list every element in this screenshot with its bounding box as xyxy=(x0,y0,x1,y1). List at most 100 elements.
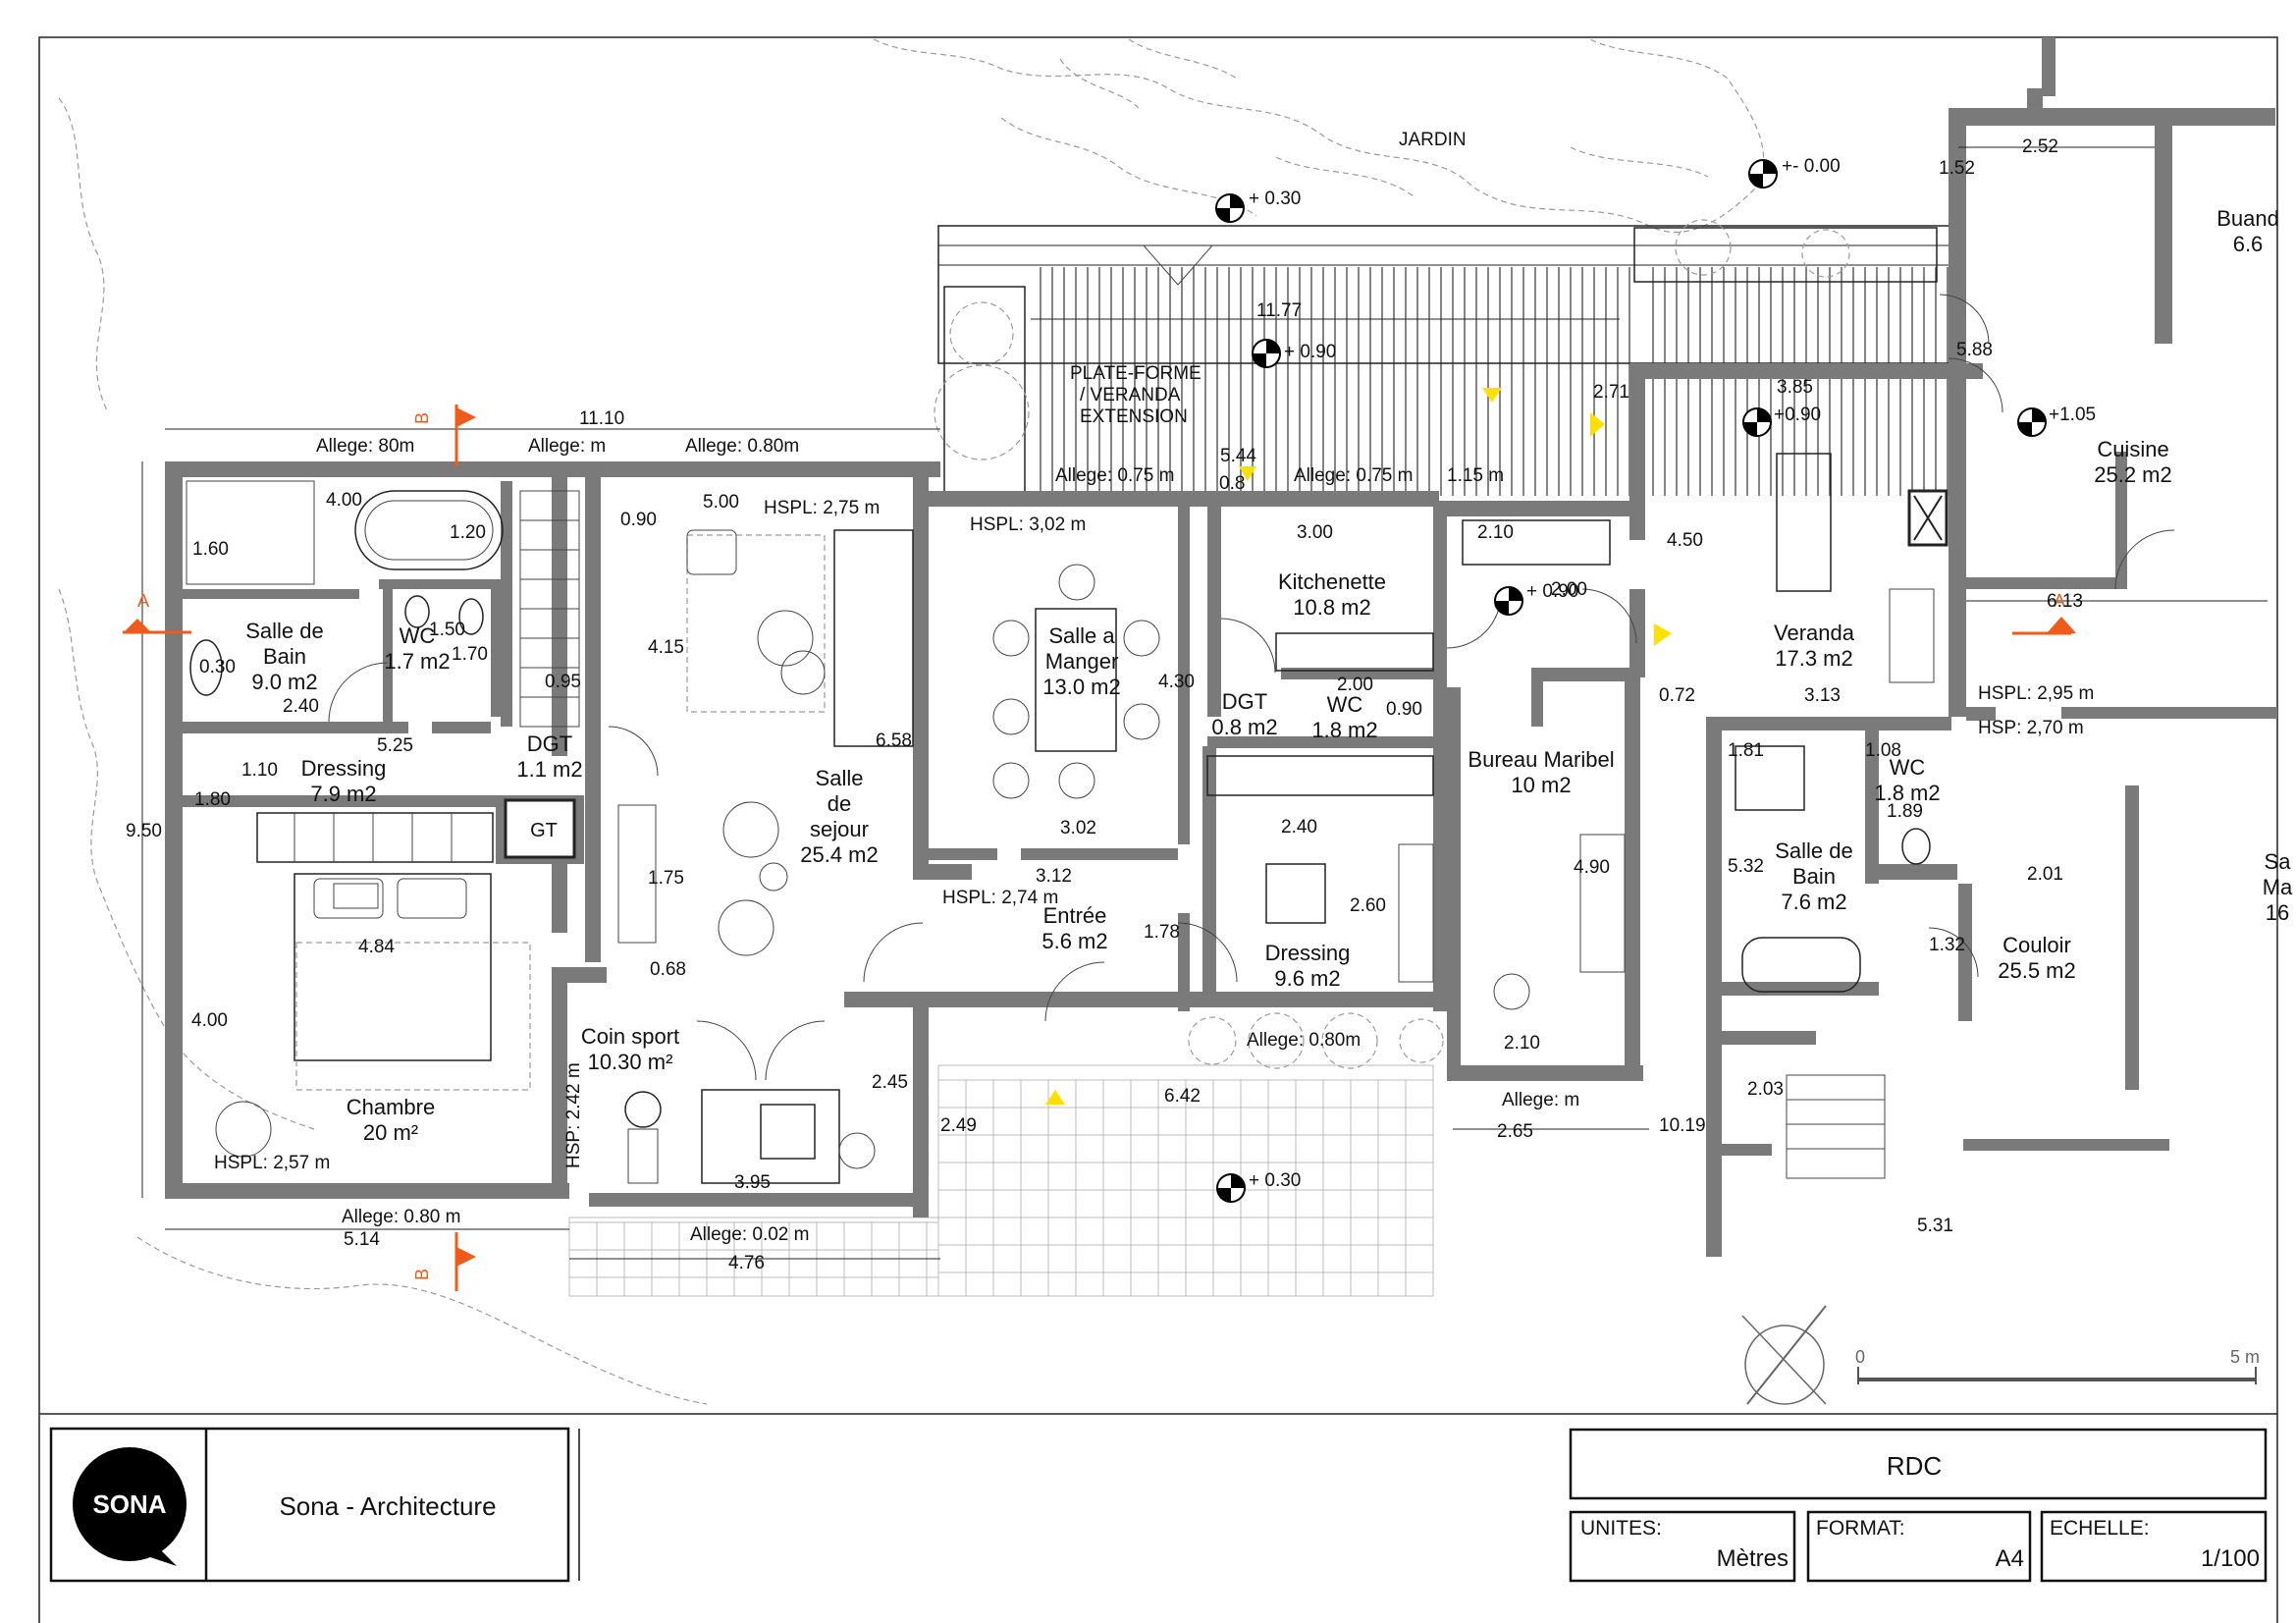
door-swings xyxy=(328,294,2175,1081)
dimension-50: 5.88 xyxy=(1956,340,1993,360)
dimension-40: 2.49 xyxy=(940,1115,977,1136)
dimension-20: 6.58 xyxy=(876,730,912,751)
dimension-18: 1.75 xyxy=(648,868,684,889)
front-paving xyxy=(568,1064,1434,1297)
dimension-44: 3.85 xyxy=(1777,377,1813,398)
dimension-28: 2.10 xyxy=(1477,522,1514,543)
dimension-9: 0.90 xyxy=(620,510,657,530)
level-2: +- 0.00 xyxy=(1782,156,1841,177)
sona-logo-icon xyxy=(73,1447,187,1561)
scale-bar xyxy=(1857,1367,2257,1384)
room-area-3: 7.9 m2 xyxy=(310,782,376,806)
dimension-11: 5.00 xyxy=(703,492,739,513)
garden-label: JARDIN xyxy=(1399,130,1467,150)
dimension-37: 2.60 xyxy=(1350,895,1386,916)
level-4: +0.90 xyxy=(1774,405,1821,425)
planter-top xyxy=(1633,227,1938,283)
gt-label: GT xyxy=(530,820,558,841)
room-area-5: 10.30 m² xyxy=(588,1050,673,1074)
dimension-48: 2.52 xyxy=(2022,136,2058,157)
room-name-14: Veranda xyxy=(1774,621,1855,645)
room-name-0: Salle de xyxy=(245,619,324,643)
annotation-14: HSP: 2,70 m xyxy=(1978,718,2084,738)
garden-trees xyxy=(58,38,1765,1405)
room-name-13: Bureau Maribel xyxy=(1468,747,1614,772)
dimension-45: 4.50 xyxy=(1667,530,1703,551)
units-label: UNITES: xyxy=(1580,1517,1662,1540)
dimension-10: 4.15 xyxy=(648,637,684,658)
room-area-1: 1.7 m2 xyxy=(384,649,450,674)
dimension-13: 1.10 xyxy=(241,760,278,781)
dimension-34: 3.12 xyxy=(1036,866,1072,887)
room-area-8: 5.6 m2 xyxy=(1041,929,1107,953)
dimension-35: 1.78 xyxy=(1144,922,1180,943)
room-name-0: Bain xyxy=(263,644,306,669)
room-name-6: sejour xyxy=(810,817,869,841)
room-area-20: 16 xyxy=(2266,900,2289,925)
dimension-12: 5.25 xyxy=(377,735,413,756)
room-area-9: 10.8 m2 xyxy=(1293,595,1371,620)
dimension-14: 1.80 xyxy=(194,789,231,810)
room-area-11: 1.8 m2 xyxy=(1311,718,1377,742)
dimension-31: 2.00 xyxy=(1337,675,1373,695)
annotation-1: Allege: m xyxy=(528,436,606,457)
dimension-47: 3.13 xyxy=(1804,685,1841,706)
room-name-19: Buand xyxy=(2216,206,2279,231)
room-name-5: Coin sport xyxy=(581,1024,679,1049)
dimension-39: 6.42 xyxy=(1164,1086,1201,1107)
room-name-20: Sa xyxy=(2265,849,2292,874)
terrace-deck xyxy=(1040,267,1949,496)
dimension-51: 6.13 xyxy=(2047,591,2083,612)
dimension-15: 9.50 xyxy=(126,821,162,841)
room-area-10: 0.8 m2 xyxy=(1211,715,1277,739)
dimension-29: 2.00 xyxy=(1551,579,1587,600)
room-name-10: DGT xyxy=(1222,689,1267,714)
dimension-7: 2.40 xyxy=(283,696,319,717)
sheet-name: RDC xyxy=(1887,1451,1942,1481)
dimension-23: 5.14 xyxy=(344,1229,380,1250)
room-area-13: 10 m2 xyxy=(1511,773,1571,797)
room-area-7: 13.0 m2 xyxy=(1042,675,1121,699)
room-area-19: 6.6 xyxy=(2233,232,2264,256)
dimension-8: 0.95 xyxy=(545,672,581,692)
fixtures xyxy=(186,453,1949,1184)
dimension-3: 1.60 xyxy=(192,539,229,560)
dimension-17: 4.00 xyxy=(191,1010,228,1031)
dimension-values: 11.104.001.201.601.501.700.302.400.950.9… xyxy=(126,136,2083,1273)
room-name-3: Dressing xyxy=(301,756,387,781)
room-area-14: 17.3 m2 xyxy=(1775,646,1853,671)
north-arrow-icon xyxy=(1741,1305,1827,1405)
dimension-25: 11.77 xyxy=(1256,300,1302,321)
company-name: Sona - Architecture xyxy=(279,1491,496,1521)
room-name-16: Salle de xyxy=(1775,839,1853,863)
annotation-15: HSP: 2.42 m xyxy=(563,1062,584,1168)
annotation-8: Allege: 0.80m xyxy=(1247,1030,1361,1051)
dimension-60: 5.31 xyxy=(1917,1216,1953,1236)
room-area-0: 9.0 m2 xyxy=(251,670,317,694)
room-area-12: 9.6 m2 xyxy=(1274,966,1340,991)
dimension-27: 3.00 xyxy=(1297,522,1333,543)
dimension-38: 2.10 xyxy=(1504,1033,1540,1054)
level-1: + 0.30 xyxy=(1249,189,1301,209)
dimension-46: 0.72 xyxy=(1659,685,1695,706)
dimension-24: 4.76 xyxy=(728,1253,765,1273)
format-value: A4 xyxy=(1996,1545,2024,1572)
dimension-lines xyxy=(141,146,2268,1260)
dimension-52: 1.81 xyxy=(1728,740,1764,761)
room-area-17: 1.8 m2 xyxy=(1874,781,1940,805)
room-area-2: 1.1 m2 xyxy=(516,757,582,782)
dimension-26: 5.44 xyxy=(1220,446,1256,466)
dimension-58: 4.90 xyxy=(1574,857,1610,878)
dimension-32: 0.90 xyxy=(1386,699,1422,720)
dimension-30: 4.30 xyxy=(1158,672,1195,692)
section-b-top: B xyxy=(412,412,432,424)
level-markers xyxy=(1215,159,2047,1203)
dimension-57: 1.32 xyxy=(1929,935,1965,955)
annotation-9: HSPL: 2,75 m xyxy=(764,498,880,518)
dimension-43: 2.71 xyxy=(1593,382,1629,403)
section-a-left: A xyxy=(137,591,149,611)
section-b-bottom: B xyxy=(412,1269,432,1280)
sheet-frame xyxy=(38,36,2278,1623)
room-name-16: Bain xyxy=(1792,864,1836,889)
